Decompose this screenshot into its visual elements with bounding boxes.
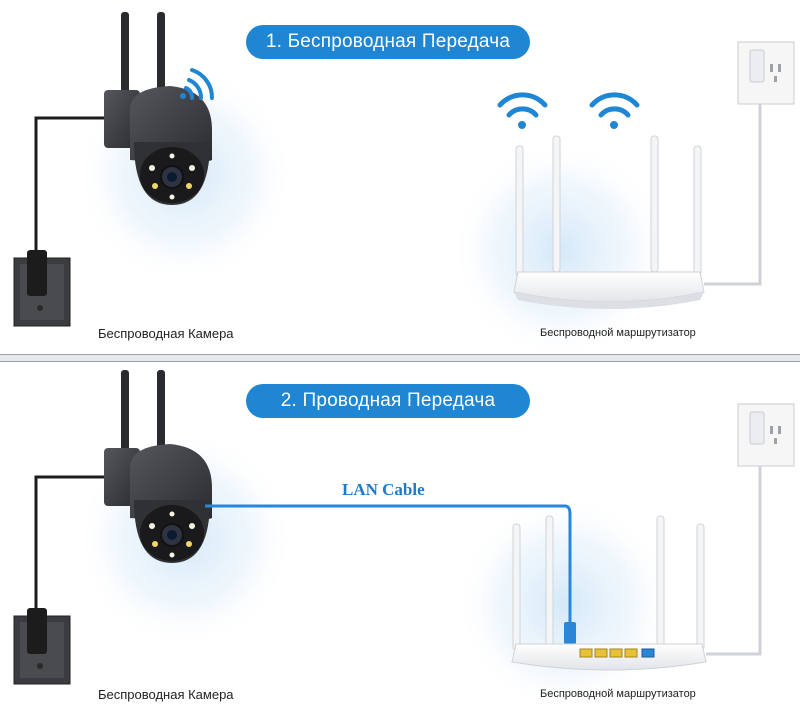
router-power-cable [706, 442, 762, 656]
lan-cable [205, 504, 576, 644]
camera-caption: Беспроводная Камера [98, 687, 234, 702]
wired-transmission-panel: 2. Проводная Передача LAN Cable Беспрово… [0, 364, 800, 718]
power-socket-icon [13, 608, 71, 685]
wireless-transmission-title: 1. Беспроводная Передача [246, 25, 530, 59]
power-socket-icon [13, 250, 71, 327]
wall-outlet-icon [737, 41, 795, 105]
camera-caption: Беспроводная Камера [98, 326, 234, 341]
router-icon [511, 515, 707, 671]
wifi-icon [497, 92, 548, 129]
wifi-icon [180, 68, 215, 100]
wireless-transmission-panel: 1. Беспроводная Передача Беспроводная Ка… [0, 0, 800, 356]
router-icon [513, 135, 705, 309]
wired-illustration [13, 370, 795, 714]
router-power-cable [704, 78, 762, 286]
wall-outlet-icon [737, 403, 795, 467]
camera-icon [104, 12, 212, 205]
camera-icon [104, 370, 212, 563]
wireless-illustration [13, 12, 795, 356]
router-caption: Беспроводной маршрутизатор [540, 688, 696, 700]
lan-cable-label: LAN Cable [342, 480, 425, 499]
camera-power-cable [34, 475, 108, 614]
wifi-icon [589, 92, 640, 129]
wired-transmission-title: 2. Проводная Передача [246, 384, 530, 418]
panel-divider [0, 354, 800, 362]
router-caption: Беспроводной маршрутизатор [540, 327, 696, 339]
